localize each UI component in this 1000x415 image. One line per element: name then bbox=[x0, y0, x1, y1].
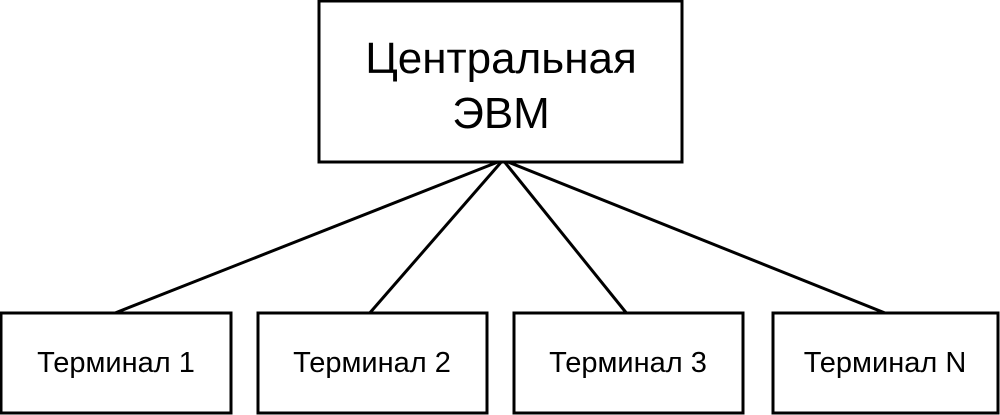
terminal-node-n: Терминал N bbox=[771, 311, 1000, 415]
central-computer-label-line2: ЭВМ bbox=[452, 89, 550, 138]
terminal-label: Терминал 1 bbox=[37, 347, 195, 379]
connector-terminal-n bbox=[502, 158, 891, 317]
terminal-label: Терминал 3 bbox=[549, 347, 707, 379]
terminal-node-2: Терминал 2 bbox=[256, 311, 489, 415]
central-computer-label-line1: Центральная bbox=[365, 34, 637, 83]
terminal-box bbox=[512, 311, 745, 415]
terminal-node-1: Терминал 1 bbox=[0, 311, 233, 415]
connector-terminal-3 bbox=[501, 159, 630, 316]
connector-terminal-1 bbox=[109, 158, 504, 317]
terminal-label: Терминал N bbox=[804, 347, 967, 379]
central-computer-node: Центральная ЭВМ bbox=[317, 0, 684, 164]
connector-terminal-2 bbox=[366, 159, 505, 316]
central-computer-box bbox=[317, 0, 684, 164]
terminal-box bbox=[256, 311, 489, 415]
terminal-box bbox=[771, 311, 1000, 415]
terminal-box bbox=[0, 311, 233, 415]
terminal-label: Терминал 2 bbox=[293, 347, 451, 379]
terminal-node-3: Терминал 3 bbox=[512, 311, 745, 415]
